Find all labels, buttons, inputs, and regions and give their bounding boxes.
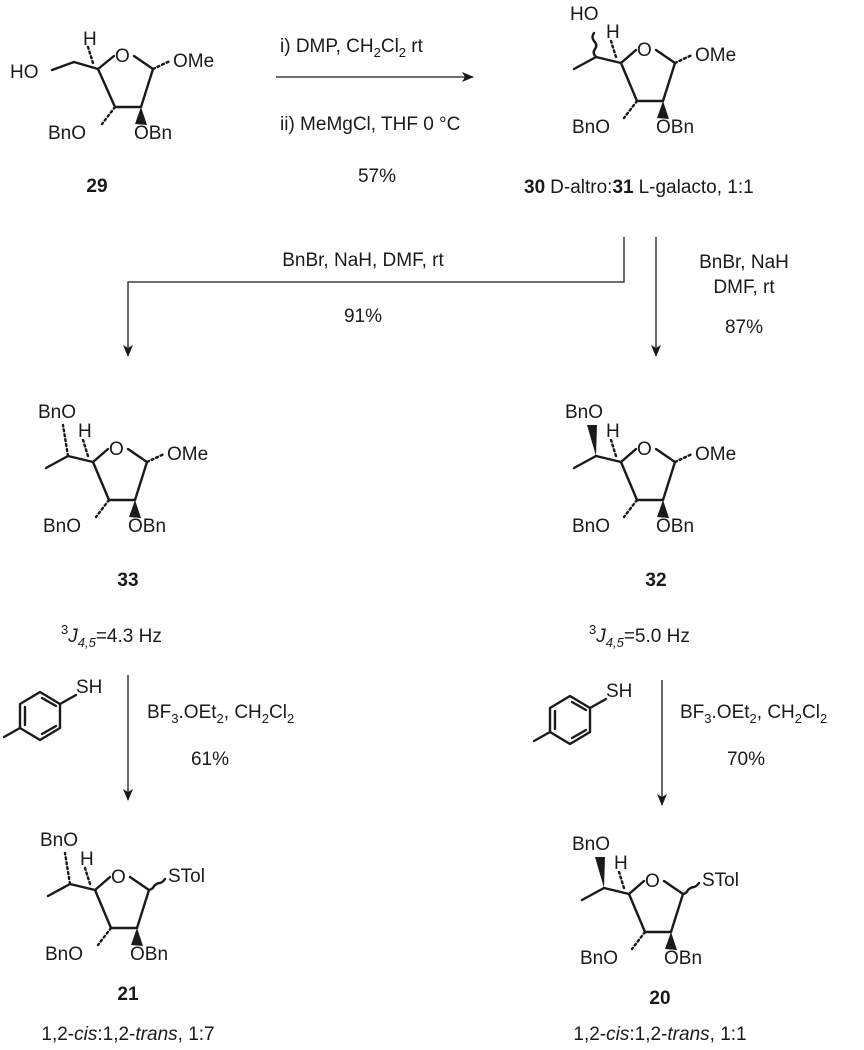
h-label: H — [80, 849, 94, 870]
stol-label: STol — [168, 866, 205, 887]
p-thiocresol: SH — [532, 681, 632, 746]
molecule-33: BnO H O OMe BnO OBn 33 3J4,5=4.3 Hz — [38, 402, 208, 650]
anomer-ratio: 1,2-cis:1,2-trans, 1:1 — [573, 1024, 746, 1045]
p-thiocresol: SH — [2, 677, 102, 742]
step-5-conditions: SH BF3.OEt2, CH2Cl2 70% — [532, 680, 827, 806]
molecule-29: H O HO OMe BnO OBn 29 — [10, 29, 214, 197]
yield: 70% — [727, 749, 765, 770]
methoxy-label: OMe — [167, 444, 208, 465]
compound-number: 29 — [86, 176, 107, 197]
hydroxyl-label: HO — [10, 62, 39, 83]
step-4-conditions: SH BF3.OEt2, CH2Cl2 61% — [2, 675, 294, 801]
bno-label: BnO — [45, 944, 83, 965]
thiol-label: SH — [606, 681, 632, 702]
reagent-line-1: i) DMP, CH2Cl2 rt — [280, 36, 424, 60]
obn-label: OBn — [130, 944, 168, 965]
h-label: H — [83, 29, 97, 50]
methoxy-label: OMe — [695, 45, 736, 66]
thiol-label: SH — [76, 677, 102, 698]
anomer-ratio: 1,2-cis:1,2-trans, 1:7 — [41, 1024, 214, 1045]
h-label: H — [614, 853, 628, 874]
methoxy-label: OMe — [173, 51, 214, 72]
coupling-constant: 3J4,5=5.0 Hz — [589, 622, 690, 650]
ring-oxygen: O — [109, 439, 124, 460]
reagents-line-1: BnBr, NaH — [699, 252, 789, 273]
reagents-line-2: DMF, rt — [713, 277, 775, 298]
ring-oxygen: O — [637, 40, 652, 61]
ring-oxygen: O — [115, 46, 130, 67]
step-3-conditions: BnBr, NaH DMF, rt 87% — [651, 237, 789, 357]
stol-label: STol — [702, 870, 739, 891]
compound-number: 21 — [117, 984, 139, 1005]
ring-oxygen: O — [111, 867, 126, 888]
bno-label: BnO — [572, 834, 610, 855]
bno-label: BnO — [572, 117, 610, 138]
compound-number: 33 — [117, 570, 138, 591]
coupling-constant: 3J4,5=4.3 Hz — [61, 622, 162, 650]
hydroxyl-label: HO — [570, 4, 599, 25]
h-label: H — [606, 421, 620, 442]
obn-label: OBn — [656, 117, 694, 138]
lewis-acid: BF3.OEt2, CH2Cl2 — [147, 702, 294, 726]
lewis-acid: BF3.OEt2, CH2Cl2 — [680, 702, 827, 726]
yield: 87% — [725, 317, 763, 338]
molecule-32: BnO H O OMe BnO OBn 32 3J4,5=5.0 Hz — [565, 402, 736, 650]
methoxy-label: OMe — [695, 444, 736, 465]
obn-label: OBn — [664, 948, 702, 969]
obn-label: OBn — [128, 516, 166, 537]
ring-oxygen: O — [637, 439, 652, 460]
reagents: BnBr, NaH, DMF, rt — [282, 250, 444, 271]
bno-label: BnO — [43, 516, 81, 537]
step-2-conditions: BnBr, NaH, DMF, rt 91% — [123, 237, 625, 357]
reagent-line-2: ii) MeMgCl, THF 0 °C — [280, 114, 460, 135]
yield: 61% — [191, 749, 229, 770]
ring-oxygen: O — [645, 871, 660, 892]
bno-label: BnO — [565, 402, 603, 423]
bno-label: BnO — [40, 830, 78, 851]
yield: 91% — [344, 306, 382, 327]
reaction-arrow — [123, 237, 625, 357]
molecule-21: BnO H O STol BnO OBn 21 1,2-cis:1,2-tran… — [40, 830, 215, 1045]
h-label: H — [78, 421, 92, 442]
step-1-conditions: i) DMP, CH2Cl2 rt ii) MeMgCl, THF 0 °C 5… — [276, 36, 474, 187]
obn-label: OBn — [656, 516, 694, 537]
bno-label: BnO — [572, 516, 610, 537]
h-label: H — [606, 22, 620, 43]
bno-label: BnO — [38, 402, 76, 423]
bno-label: BnO — [580, 948, 618, 969]
obn-label: OBn — [134, 123, 172, 144]
compound-number: 32 — [645, 570, 666, 591]
molecule-20: BnO H O STol BnO OBn 20 1,2-cis:1,2-tran… — [572, 834, 747, 1045]
yield: 57% — [358, 166, 396, 187]
compound-number: 20 — [649, 988, 670, 1009]
bno-label: BnO — [48, 123, 86, 144]
